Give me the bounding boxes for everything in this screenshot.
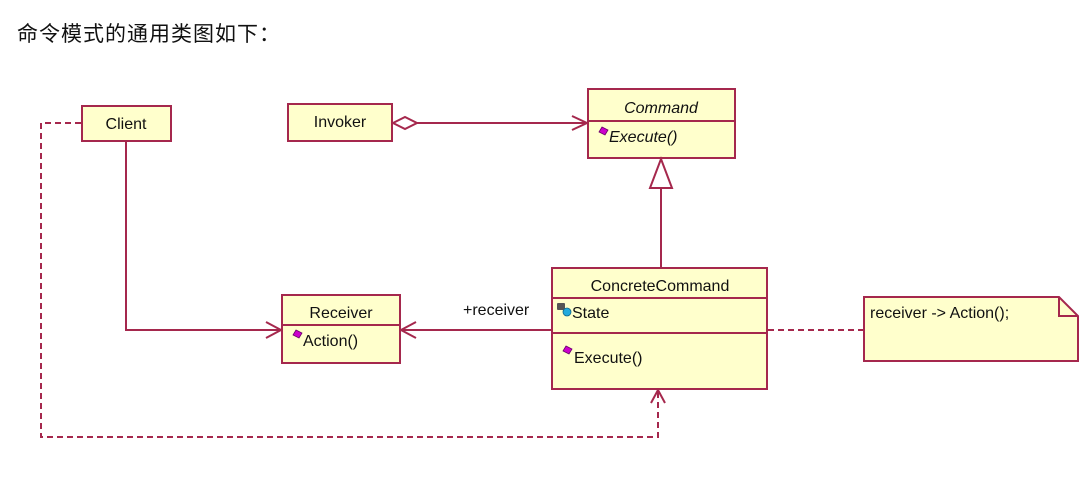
association-label: +receiver <box>463 302 530 319</box>
class-client-name: Client <box>106 116 147 133</box>
concrete-command-attribute: State <box>572 305 609 322</box>
class-receiver[interactable]: Receiver Action() <box>281 294 401 364</box>
association-receiver: +receiver <box>398 302 551 339</box>
operation-icon <box>598 126 609 136</box>
operation-icon <box>562 345 573 355</box>
class-command-name: Command <box>624 100 699 117</box>
association-client-receiver <box>125 142 284 339</box>
class-command[interactable]: Command Execute() <box>587 88 736 159</box>
note-text: receiver -> Action(); <box>870 305 1009 322</box>
note[interactable]: receiver -> Action(); <box>863 296 1079 362</box>
receiver-operation: Action() <box>303 333 358 350</box>
class-receiver-name: Receiver <box>309 305 373 322</box>
concrete-command-operation: Execute() <box>574 350 642 367</box>
attribute-icon <box>557 303 572 317</box>
command-operation: Execute() <box>609 129 677 146</box>
dependency-client-concrete-command <box>40 122 666 438</box>
class-invoker[interactable]: Invoker <box>287 103 393 142</box>
generalization-arrow <box>648 156 674 267</box>
aggregation-invoker-command <box>390 115 590 131</box>
caption: 命令模式的通用类图如下： <box>17 22 281 46</box>
class-client[interactable]: Client <box>81 105 172 142</box>
operation-icon <box>292 329 303 339</box>
class-concrete-command[interactable]: ConcreteCommand State Execute() <box>551 267 768 390</box>
class-invoker-name: Invoker <box>314 114 367 131</box>
class-concrete-command-name: ConcreteCommand <box>591 278 730 295</box>
